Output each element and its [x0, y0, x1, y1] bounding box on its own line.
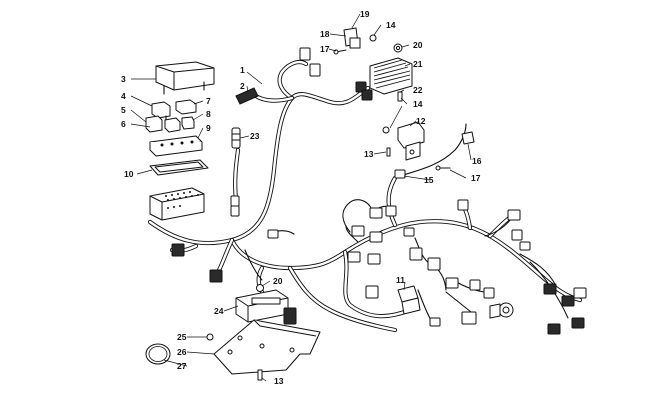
- connector-cluster-left: [171, 229, 441, 327]
- screw-13-mid: [386, 147, 391, 157]
- callout-26: 26: [177, 347, 187, 357]
- relay-7: [175, 99, 197, 115]
- connector-cluster-center: [347, 205, 441, 271]
- fuse-strip-9: [149, 135, 203, 157]
- callout-19: 19: [360, 9, 370, 19]
- callout-17-mid: 17: [471, 173, 481, 183]
- callout-22: 22: [413, 85, 423, 95]
- callout-2: 2: [240, 81, 245, 91]
- callout-17-top: 17: [320, 44, 330, 54]
- callout-8: 8: [206, 109, 211, 119]
- callout-labels: 1 2 3 4 5 6 7 8 9 10 11 12 13 13 14 14 1…: [121, 9, 482, 386]
- callout-5: 5: [121, 105, 126, 115]
- callout-14-mid: 14: [413, 99, 423, 109]
- callout-9: 9: [206, 123, 211, 133]
- screw-17-mid: [435, 165, 451, 171]
- connector-15: [394, 169, 406, 179]
- leader-lines: [130, 13, 472, 382]
- control-module-24: [235, 284, 297, 325]
- nut-14-top: [369, 34, 377, 42]
- callout-21: 21: [413, 59, 423, 69]
- bracket-19: [343, 27, 361, 49]
- callout-14-top: 14: [386, 20, 396, 30]
- callout-7: 7: [206, 96, 211, 106]
- bracket-12: [397, 121, 425, 161]
- connector-cluster-lower: [445, 277, 514, 325]
- gasket-10: [149, 159, 209, 176]
- callout-3: 3: [121, 74, 126, 84]
- callout-10: 10: [124, 169, 134, 179]
- callout-13-mid: 13: [364, 149, 374, 159]
- callout-27: 27: [177, 361, 187, 371]
- callout-1: 1: [240, 65, 245, 75]
- fuse-block-base: [149, 187, 205, 221]
- relay-4: [151, 101, 171, 123]
- callout-4: 4: [121, 91, 126, 101]
- callout-20-top: 20: [413, 40, 423, 50]
- callout-15: 15: [424, 175, 434, 185]
- relay-8: [181, 116, 195, 130]
- callout-11: 11: [396, 275, 405, 285]
- relay-5: [145, 115, 163, 133]
- main-wiring-harness: [147, 60, 583, 333]
- callout-18: 18: [320, 29, 330, 39]
- screw-22: [397, 91, 403, 102]
- callout-13-bottom: 13: [274, 376, 284, 386]
- callout-24: 24: [214, 306, 224, 316]
- connector-cluster-right: [457, 199, 587, 335]
- voltage-regulator-21: [355, 57, 413, 101]
- callout-16: 16: [472, 156, 482, 166]
- callout-20-bottom: 20: [273, 276, 283, 286]
- grommet-25: [206, 333, 214, 341]
- connector-1: [235, 47, 321, 105]
- nut-14-mid: [382, 126, 390, 134]
- nut-20-top: [393, 43, 403, 53]
- sensor-16: [461, 131, 475, 145]
- callout-12: 12: [416, 116, 426, 126]
- relay-6: [164, 117, 181, 133]
- callout-25: 25: [177, 332, 187, 342]
- callout-23: 23: [250, 131, 260, 141]
- relay-box-cover: [155, 61, 215, 95]
- callout-6: 6: [121, 119, 126, 129]
- screw-17-top: [333, 49, 347, 55]
- tie-strap-27: [145, 343, 171, 365]
- mounting-plate-26: [213, 319, 321, 381]
- connector-11: [397, 285, 421, 315]
